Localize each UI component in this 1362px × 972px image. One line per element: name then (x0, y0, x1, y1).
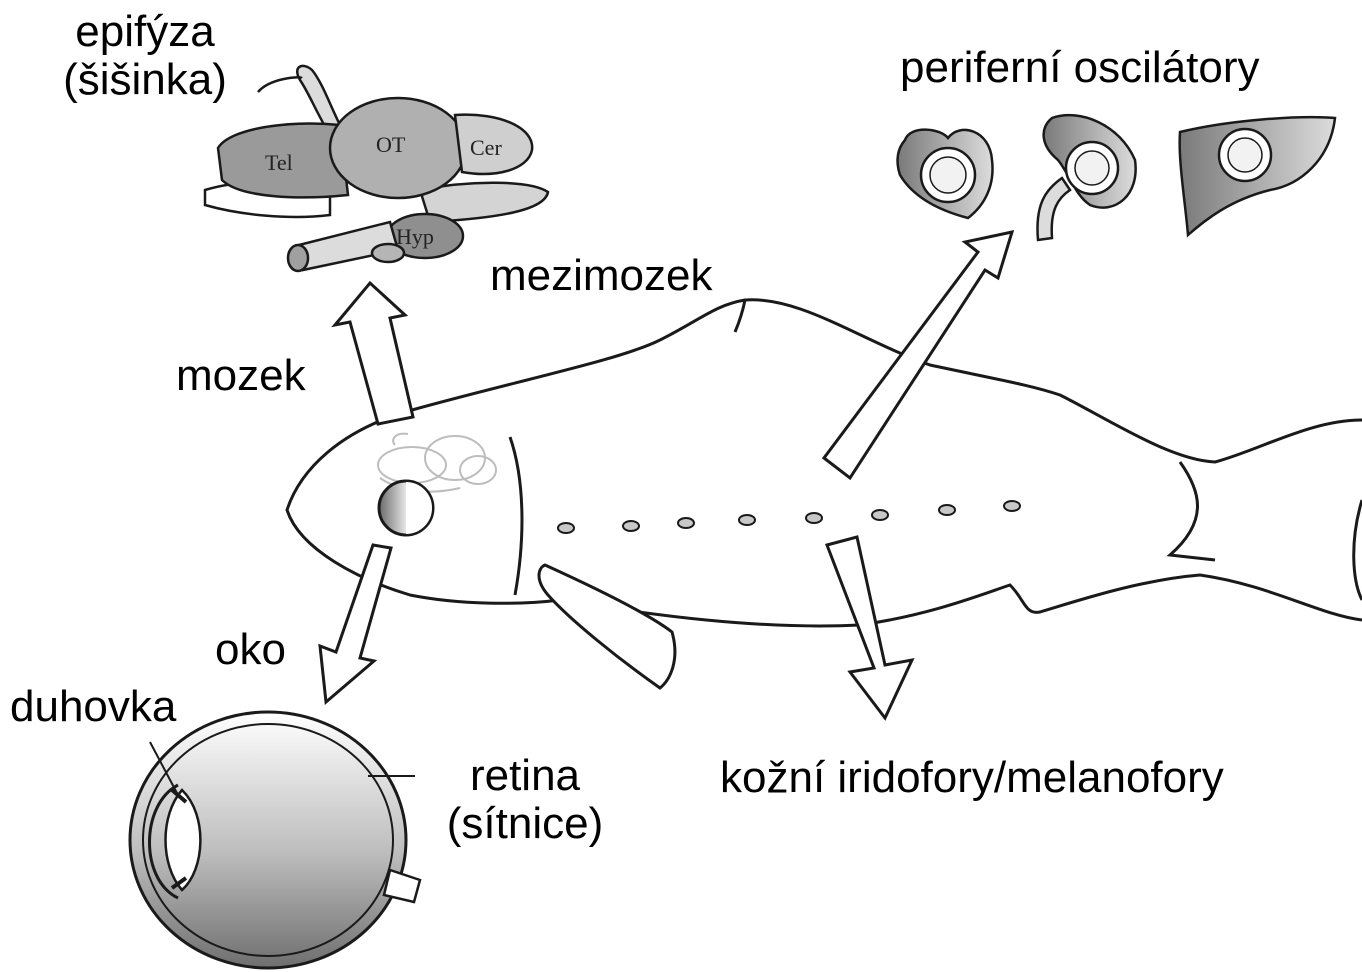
fish-eye (379, 481, 433, 535)
brain-label-tel: Tel (265, 150, 293, 175)
label-periferni-oscilatory: periferní oscilátory (900, 44, 1259, 92)
brain-label-cer: Cer (470, 135, 502, 160)
label-retina-line1: retina (430, 752, 620, 800)
arrow-to-peripheral (824, 232, 1012, 478)
label-duhovka: duhovka (10, 683, 176, 731)
arrow-to-skin (827, 537, 912, 718)
arrow-to-brain (335, 283, 413, 424)
pectoral-fin (539, 565, 675, 688)
label-epifyza-line1: epifýza (50, 8, 240, 56)
peripheral-organs (898, 115, 1335, 240)
label-kozni-iridofory: kožní iridofory/melanofory (720, 754, 1224, 802)
optic-nerve-eye (384, 870, 420, 902)
brain-label-hyp: Hyp (396, 224, 434, 249)
label-mezimozek: mezimozek (490, 252, 713, 300)
fish-body (287, 300, 1362, 626)
label-oko: oko (215, 626, 286, 674)
label-epifyza: epifýza (šišinka) (50, 8, 240, 103)
arrow-to-eye (320, 545, 391, 702)
label-retina: retina (sítnice) (430, 752, 620, 847)
lateral-line-dots (558, 501, 1020, 533)
label-retina-line2: (sítnice) (430, 800, 620, 848)
label-mozek: mozek (176, 352, 306, 400)
brain-label-ot: OT (376, 132, 406, 157)
brain-illustration: Tel OT Cer Hyp (205, 66, 548, 271)
label-epifyza-line2: (šišinka) (50, 56, 240, 104)
eye-cross-section (130, 712, 420, 968)
